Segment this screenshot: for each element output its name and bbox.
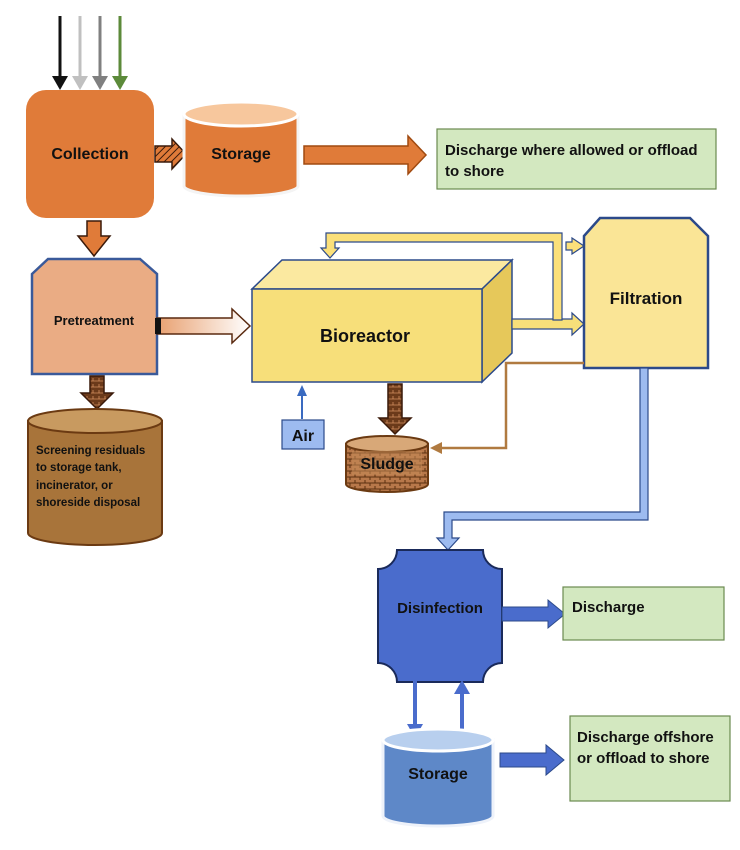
screening-residuals-label: Screening residuals to storage tank, inc… bbox=[36, 445, 146, 509]
air-arrow bbox=[297, 385, 307, 419]
storage-top-tank: Storage bbox=[182, 100, 300, 198]
storage-top-label: Storage bbox=[211, 146, 271, 163]
filtration-side-arrow bbox=[565, 236, 586, 256]
collection-label: Collection bbox=[51, 146, 128, 163]
input-arrow-lightgray bbox=[72, 16, 88, 90]
storage-bottom-label: Storage bbox=[408, 766, 468, 783]
input-arrows bbox=[52, 16, 128, 90]
filtration-to-sludge-arrow bbox=[430, 361, 584, 454]
pretreatment-to-screening-arrow bbox=[79, 375, 115, 411]
pretreatment-to-bioreactor-arrow bbox=[155, 307, 252, 345]
discharge-offshore-box bbox=[569, 715, 731, 802]
storage-to-discharge-arrow bbox=[303, 134, 428, 176]
input-arrow-green bbox=[112, 16, 128, 90]
storage-bottom-tank bbox=[381, 727, 495, 828]
discharge-allowed-box bbox=[436, 128, 717, 190]
storage-to-discharge-offshore-arrow bbox=[499, 743, 565, 777]
filtration-label: Filtration bbox=[610, 289, 683, 308]
input-arrow-gray bbox=[92, 16, 108, 90]
filtration-box bbox=[582, 216, 710, 370]
discharge-label: Discharge bbox=[572, 599, 645, 616]
disinfection-label: Disinfection bbox=[397, 600, 483, 617]
disinfection-box bbox=[377, 549, 503, 683]
pretreatment-label: Pretreatment bbox=[54, 313, 135, 328]
collection-box bbox=[26, 90, 154, 218]
pretreatment-box bbox=[30, 257, 159, 376]
air-label: Air bbox=[292, 428, 314, 445]
filtration-recycle-arrow bbox=[319, 232, 563, 321]
discharge-offshore-label: Discharge offshore or offload to shore bbox=[577, 729, 714, 767]
filtration-to-disinfection-arrow bbox=[435, 367, 649, 551]
collection-to-storage-arrow bbox=[154, 137, 188, 171]
bioreactor-to-sludge-arrow bbox=[377, 383, 413, 436]
sludge-label: Sludge bbox=[360, 456, 413, 473]
input-arrow-black bbox=[52, 16, 68, 90]
disinfection-to-discharge-arrow bbox=[501, 598, 566, 630]
bioreactor-to-filtration-arrow bbox=[511, 311, 585, 337]
screening-residuals-tank bbox=[27, 408, 163, 546]
collection-to-pretreatment-arrow bbox=[76, 220, 112, 258]
sludge-tank bbox=[345, 435, 429, 493]
discharge-box bbox=[562, 586, 725, 641]
bioreactor-box bbox=[250, 258, 514, 384]
air-box bbox=[281, 419, 325, 450]
bioreactor-label: Bioreactor bbox=[320, 326, 410, 346]
discharge-allowed-label: Discharge where allowed or offload to sh… bbox=[445, 142, 698, 180]
